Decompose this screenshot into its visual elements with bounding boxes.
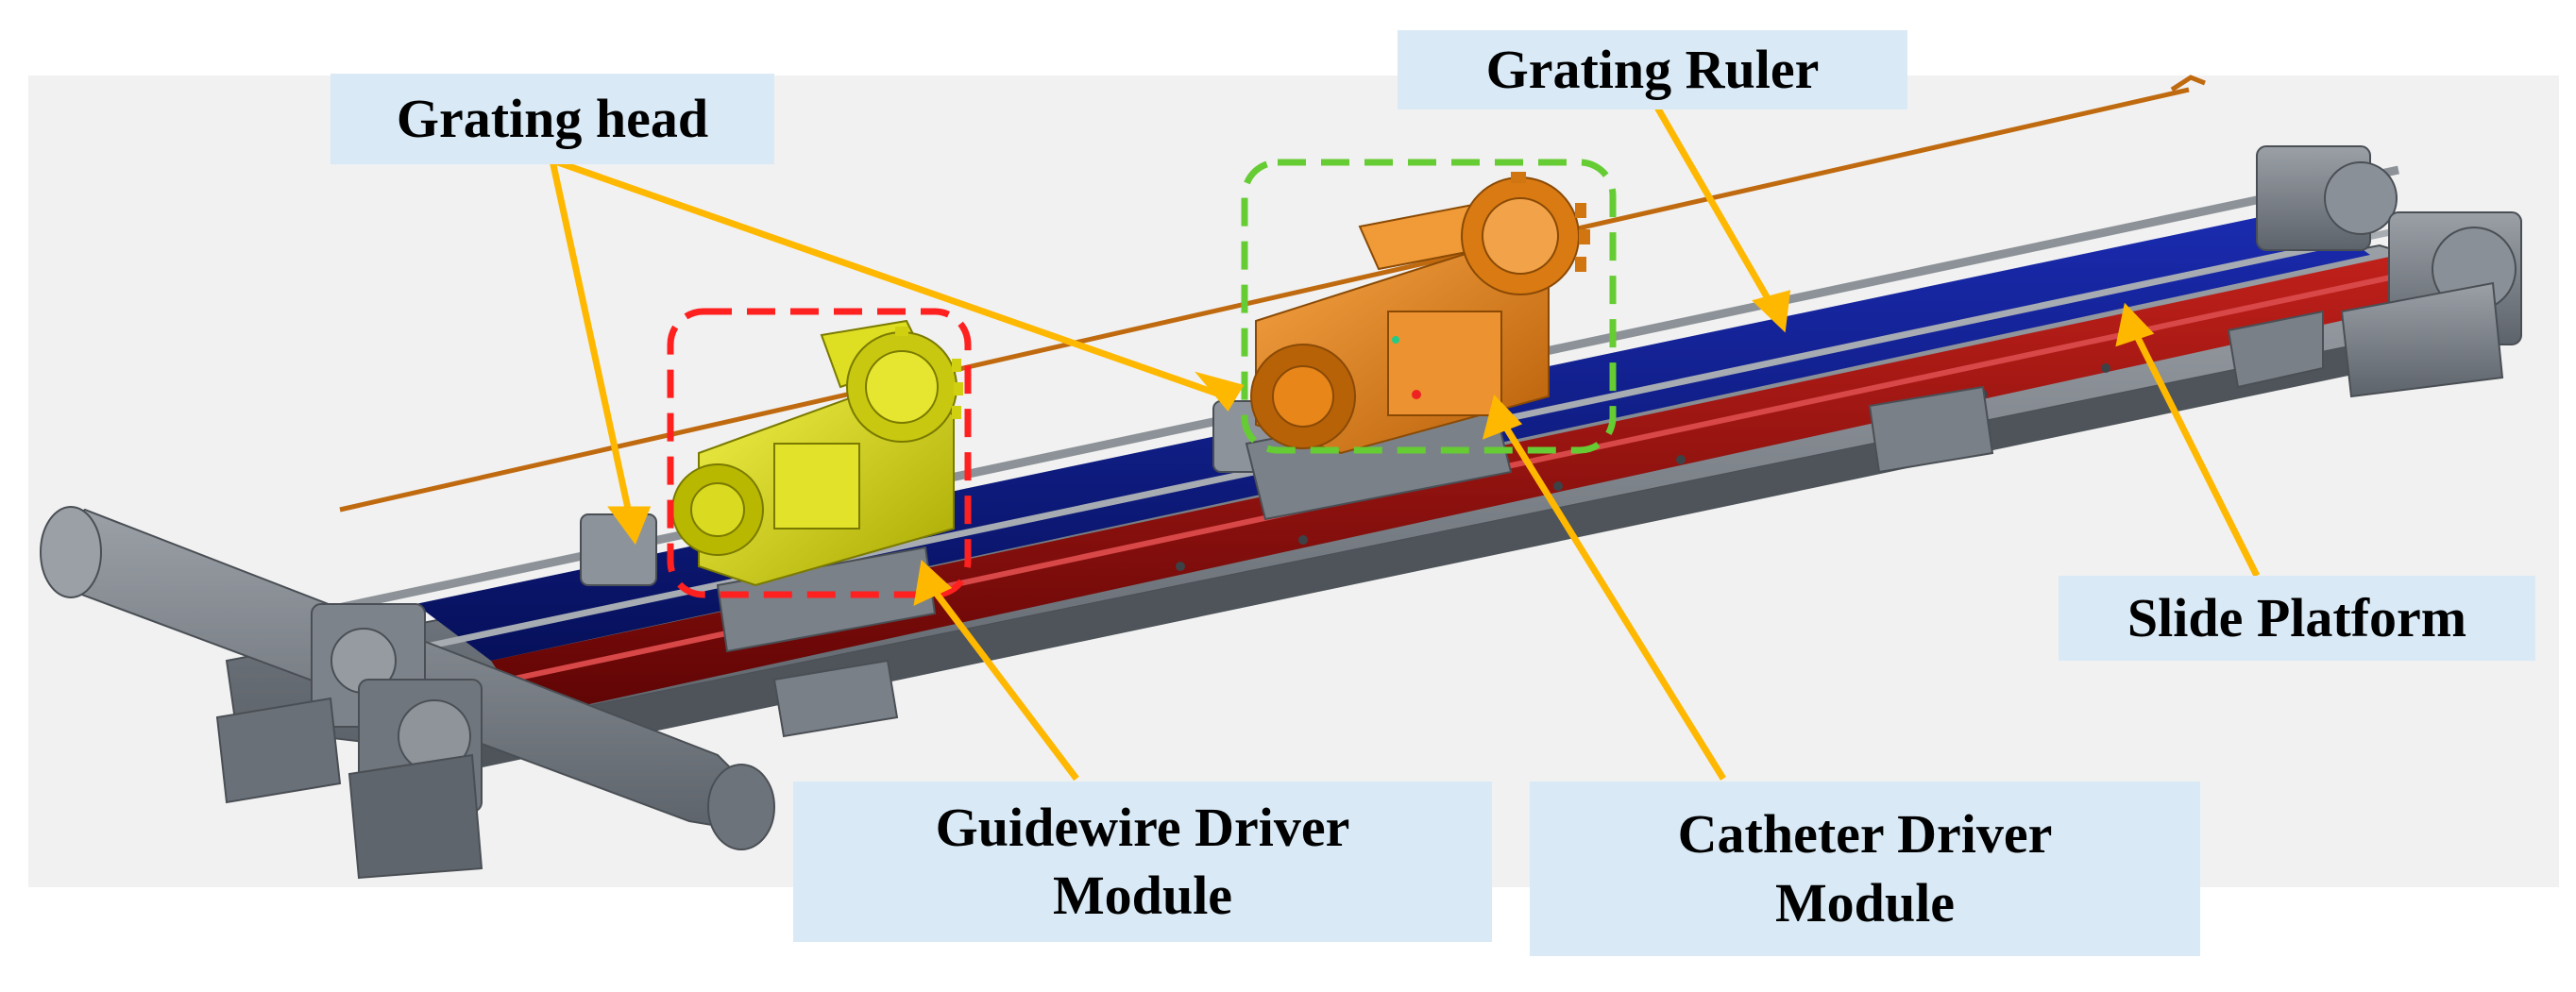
arrowhead <box>1195 371 1245 412</box>
label-slide-platform: Slide Platform <box>2059 576 2535 661</box>
label-guidewire-line1: Guidewire Driver <box>935 796 1350 858</box>
support-brackets <box>772 310 2324 738</box>
callout-arrows <box>549 97 2261 782</box>
label-guidewire-driver-module: Guidewire Driver Module <box>793 782 1492 942</box>
arrowhead <box>607 506 652 546</box>
arrowhead <box>1752 290 1791 333</box>
grating-ruler-hook <box>2170 75 2206 92</box>
guidewire-module-gear-teeth <box>895 327 963 419</box>
arrowhead <box>2115 302 2155 347</box>
grating-ruler-rod <box>339 87 2190 513</box>
arrow-grating-head-left <box>549 160 634 518</box>
arrow-grating-ruler <box>1649 97 1779 313</box>
arrow-guidewire-module <box>927 582 1079 782</box>
carriage-bases <box>716 395 1513 653</box>
arrow-catheter-module <box>1499 418 1726 781</box>
label-catheter-line1: Catheter Driver <box>1677 803 2053 865</box>
arrow-slide-platform <box>2130 328 2261 578</box>
guidewire-driver-module <box>671 319 958 587</box>
right-end-blocks <box>2256 145 2522 398</box>
left-end-assembly <box>40 506 775 880</box>
catheter-module-dashed-box <box>1241 159 1617 454</box>
catheter-module-gear-teeth <box>1511 172 1590 272</box>
label-grating-ruler-text: Grating Ruler <box>1485 38 1820 100</box>
label-grating-ruler: Grating Ruler <box>1398 30 1907 109</box>
label-guidewire-line2: Module <box>1052 865 1233 926</box>
arrowhead <box>1482 395 1523 440</box>
arrowhead <box>913 560 953 606</box>
label-grating-head: Grating head <box>330 74 774 164</box>
sensor-dot <box>1412 390 1421 399</box>
guidewire-module-dashed-box <box>667 308 972 598</box>
catheter-driver-module <box>1250 177 1580 455</box>
arrow-grating-head-right <box>551 157 1222 398</box>
label-grating-head-text: Grating head <box>396 87 709 149</box>
sensor-dot <box>1392 336 1399 344</box>
label-slide-platform-text: Slide Platform <box>2127 586 2467 648</box>
label-catheter-line2: Module <box>1774 871 1956 933</box>
label-catheter-driver-module: Catheter Driver Module <box>1530 782 2200 956</box>
